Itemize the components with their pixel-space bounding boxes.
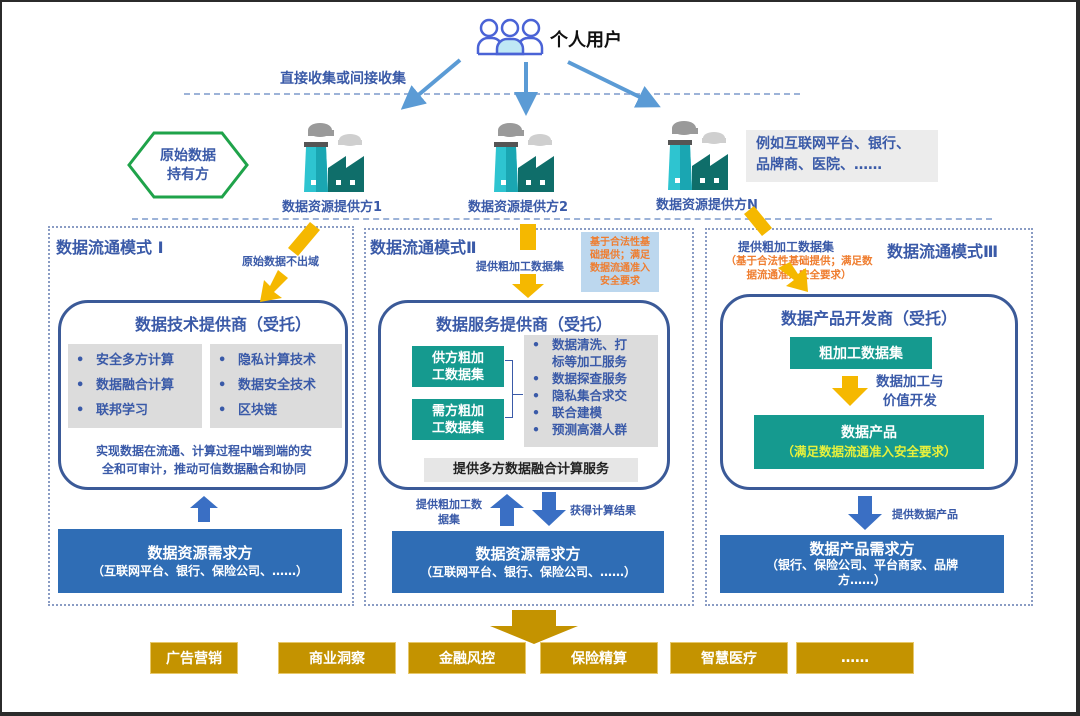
mode2-demand-title: 数据资源需求方 [475,544,581,563]
application-box: 商业洞察 [278,642,396,674]
mode3-arrow-note: （基于合法性基础提供；满足数 据流通准入安全要求） [714,254,884,282]
product-subtitle: （满足数据流通准入安全要求） [781,444,957,459]
mode3-demand-subtitle-2: 方……） [837,573,886,587]
application-box: …… [796,642,914,674]
mode1-left-item: 联邦学习 [68,398,202,423]
mode2-demand-subtitle: （互联网平台、银行、保险公司、……） [419,564,636,579]
example-line1: 例如互联网平台、银行、 [756,136,910,152]
mode2-title: 数据流通模式Ⅱ [370,238,477,257]
demand-dataset-line: 工数据集 [431,420,484,436]
product-title: 数据产品 [841,425,897,441]
supply-line: 工数据集 [431,367,484,383]
application-box: 广告营销 [150,642,238,674]
data-product-box: 数据产品 （满足数据流通准入安全要求） [754,415,984,469]
factory-icon-n [664,118,732,190]
mode1-description: 实现数据在流通、计算过程中端到端的安 全和可审计，推动可信数据融合和协同 [64,442,344,478]
example-line2: 品牌商、医院、…… [756,157,882,173]
users-icon [476,18,544,58]
service-item: 预测高潜人群 [524,421,658,438]
multiparty-compute-label: 提供多方数据融合计算服务 [424,458,638,482]
raw-dataset-box: 粗加工数据集 [790,337,932,369]
mode3-process-label: 数据加工与 价值开发 [876,373,944,411]
collect-label: 直接收集或间接收集 [280,71,406,87]
mode3-demand-title: 数据产品需求方 [809,540,915,558]
provider-label-1: 数据资源提供方1 [282,200,383,215]
applications-down-arrow [490,610,578,644]
mode1-right-item: 隐私计算技术 [210,348,342,373]
demand-dataset-box: 需方粗加 工数据集 [412,399,504,440]
mode1-left-item: 数据融合计算 [68,373,202,398]
mode1-desc-line1: 实现数据在流通、计算过程中端到端的安 [95,444,312,458]
service-provider-title: 数据服务提供商（受托） [435,315,612,334]
mode3-panel [705,228,1033,606]
arrow-user-to-provider-1 [400,58,462,110]
holder-label-line2: 持有方 [167,167,209,183]
mode2-demand-box: 数据资源需求方 （互联网平台、银行、保险公司、……） [392,531,664,593]
mode2-legal-note: 基于合法性基 础提供；满足 数据流通准入 安全要求 [581,232,659,292]
user-label: 个人用户 [550,30,622,51]
bracket-stem [513,394,523,395]
supply-line: 供方粗加 [431,350,484,366]
mode1-right-item: 数据安全技术 [210,373,342,398]
note-line: 安全要求 [600,276,640,287]
service-item: 数据探查服务 [524,370,658,387]
mode1-left-item: 安全多方计算 [68,348,202,373]
note-line: 基于合法性基 [590,237,650,248]
mode1-arrow-label: 原始数据不出域 [242,255,319,268]
mode1-title: 数据流通模式 I [56,238,164,257]
service-item: 隐私集合求交 [524,387,658,404]
supply-dataset-box: 供方粗加 工数据集 [412,346,504,387]
mode1-panel [48,226,354,606]
note-line: 数据流通准入 [590,263,650,274]
service-item: 联合建模 [524,404,658,421]
tech-provider-title: 数据技术提供商（受托） [134,315,311,334]
application-box: 金融风控 [408,642,526,674]
application-box: 智慧医疗 [670,642,788,674]
mode3-demand-box: 数据产品需求方 （银行、保险公司、平台商家、品牌 方……） [720,535,1004,593]
bracket-connector [505,360,513,418]
mode3-provide-label: 提供数据产品 [892,508,958,521]
mode1-right-item: 区块链 [210,398,342,423]
mode2-arrow-label: 提供粗加工数据集 [476,260,564,273]
note-line: 础提供；满足 [590,250,650,261]
holder-label-line1: 原始数据 [160,148,216,164]
mode3-demand-subtitle-1: （银行、保险公司、平台商家、品牌 [765,558,958,572]
provider-label-2: 数据资源提供方2 [468,200,569,215]
mode2-up-label: 提供粗加工数 据集 [416,497,482,527]
mode2-down-label: 获得计算结果 [570,504,636,517]
factory-icon-1 [300,120,368,192]
mode1-right-list-box: 隐私计算技术 数据安全技术 区块链 [210,344,342,428]
mode1-demand-subtitle: （互联网平台、银行、保险公司、……） [91,563,308,578]
process-line2: 价值开发 [882,393,937,409]
arrow-note-line2: 据流通准入安全要求） [746,269,852,281]
provider-label-n: 数据资源提供方N [656,198,758,213]
mode1-desc-line2: 全和可审计，推动可信数据融合和协同 [101,462,306,476]
mid-divider [132,218,992,220]
raw-data-holder-hexagon: 原始数据 持有方 [126,130,250,200]
factory-icon-2 [490,120,558,192]
product-developer-title: 数据产品开发商（受托） [780,309,957,328]
process-line1: 数据加工与 [876,374,944,390]
application-box: 保险精算 [540,642,658,674]
arrow-note-line1: （基于合法性基础提供；满足数 [725,255,873,267]
mode3-arrow-label: 提供粗加工数据集 [738,240,835,254]
up-label-line2: 据集 [438,513,460,526]
arrow-user-to-provider-n [567,60,661,108]
mode3-title: 数据流通模式Ⅲ [887,242,999,261]
provider-examples-box: 例如互联网平台、银行、 品牌商、医院、…… [746,130,938,182]
mode1-demand-box: 数据资源需求方 （互联网平台、银行、保险公司、……） [58,529,342,593]
demand-dataset-line: 需方粗加 [431,403,484,419]
mode1-left-list-box: 安全多方计算 数据融合计算 联邦学习 [68,344,202,428]
top-divider [184,93,800,95]
up-label-line1: 提供粗加工数 [416,498,482,511]
mode1-demand-title: 数据资源需求方 [147,543,253,562]
